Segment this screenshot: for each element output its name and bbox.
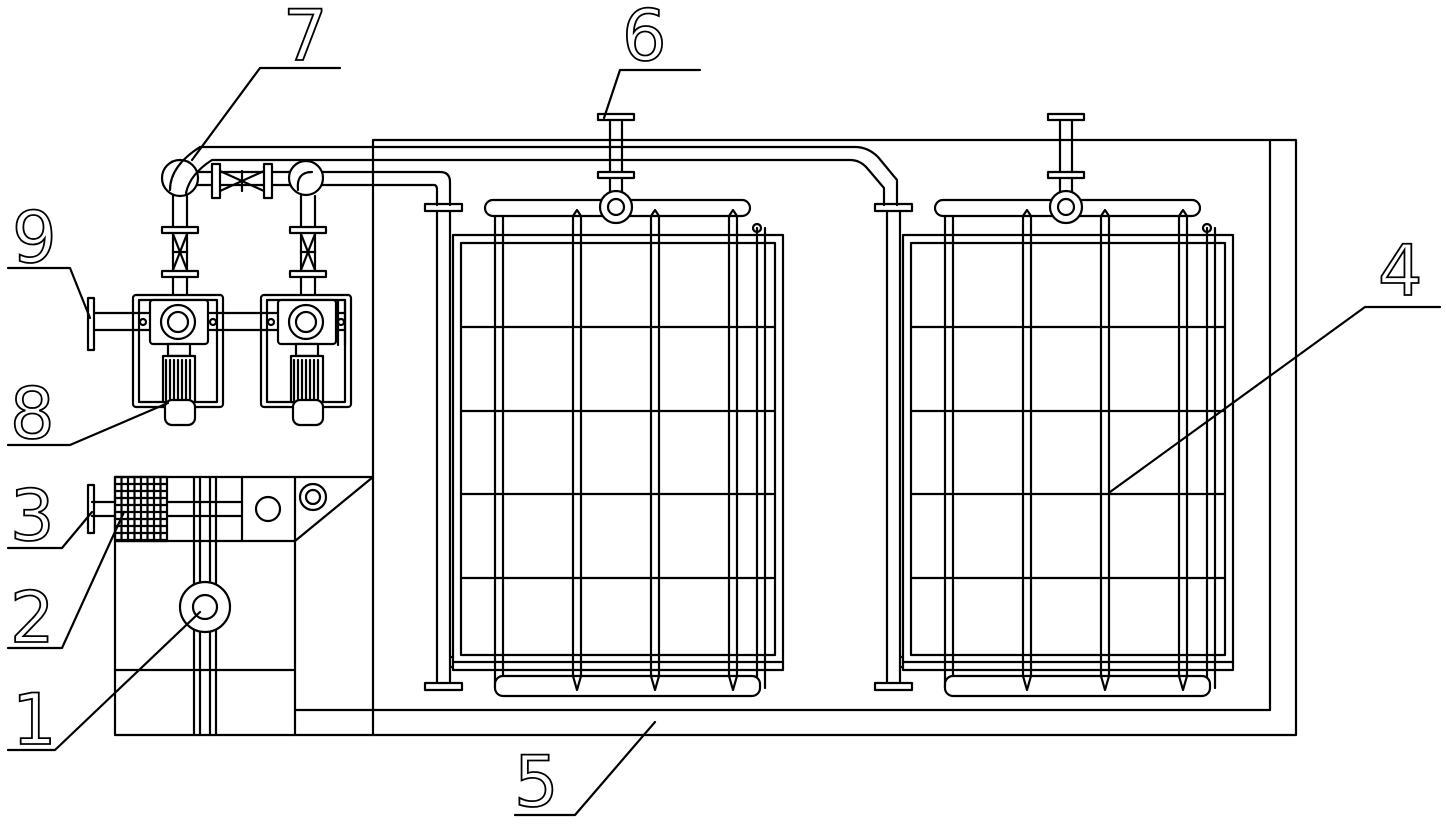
tube-notch: [1099, 208, 1111, 218]
main-piping: [160, 145, 899, 207]
pump-impeller-bore: [166, 310, 190, 334]
leader-4: [1108, 305, 1442, 494]
pump-front-right: [276, 298, 338, 427]
header-inlet-bore: [1056, 197, 1076, 217]
tube-notch: [1021, 674, 1033, 692]
tube-notch: [649, 208, 661, 218]
upper-header-pipe-outer: [198, 145, 899, 207]
leader-1: [6, 610, 202, 752]
frame-lug: [1201, 222, 1213, 234]
frame-lug: [751, 222, 763, 234]
elbow-right-bend: [296, 170, 314, 192]
port-bore: [304, 488, 322, 506]
leader-9: [6, 266, 92, 320]
valve-flange-top: [596, 112, 636, 122]
pump-motor-cap: [163, 398, 197, 427]
pump-impeller-ring: [159, 303, 197, 341]
feed-compartment: [86, 475, 375, 737]
header-inlet-ring: [1048, 189, 1084, 225]
pump-motor-cap: [291, 398, 325, 427]
filter-unit-left: [423, 112, 785, 698]
cross-valve-flange-left: [210, 162, 222, 200]
elbow-right: [287, 159, 325, 197]
filter-unit-right: [873, 112, 1235, 698]
filter-frame-inner: [459, 241, 777, 657]
tube-notch: [571, 674, 583, 692]
port-ring: [298, 482, 328, 512]
port-circle: [254, 495, 282, 523]
lower-header-pipe-inner: [304, 183, 439, 207]
callout-3: 3: [10, 475, 55, 557]
feed-pipe-flange: [423, 681, 464, 692]
upper-header-pipe-inner: [210, 158, 886, 207]
leader-6: [602, 68, 702, 120]
pump-front-left: [148, 298, 210, 427]
bottom-header-tube: [943, 674, 1212, 698]
tube-notch: [727, 674, 739, 692]
callout-5: 5: [514, 741, 559, 823]
tube-notch: [1177, 674, 1189, 692]
callout-4: 4: [1378, 230, 1423, 312]
callout-labels: 7 6 9 4 8 3 2 1 5: [9, 0, 1423, 824]
discharge-flange: [86, 296, 96, 352]
tube-notch: [1099, 674, 1111, 692]
callout-2: 2: [10, 577, 55, 659]
leader-3: [6, 510, 94, 550]
callout-9: 9: [12, 197, 57, 279]
callout-1: 1: [12, 679, 57, 761]
screen-grid: [113, 475, 169, 543]
bottom-header-tube: [493, 674, 762, 698]
riser-flange: [288, 225, 328, 235]
filter-frame-outer: [901, 233, 1235, 672]
main-tank: [293, 138, 1298, 737]
feed-pipe-flange: [873, 681, 914, 692]
riser-flange: [160, 225, 200, 235]
riser-flange: [160, 269, 200, 279]
leader-2: [6, 510, 126, 650]
valve-flange-top: [1046, 112, 1086, 122]
leader-7: [190, 66, 342, 162]
tube-notch: [571, 208, 583, 218]
pump-bolt: [266, 317, 276, 327]
inlet-flange: [86, 483, 96, 535]
leader-5: [513, 720, 657, 817]
riser-flange: [288, 269, 328, 279]
pump-impeller-ring: [287, 303, 325, 341]
feed-pipe-flange: [873, 202, 914, 213]
feed-pipe-flange: [423, 202, 464, 213]
filter-frame-inner: [909, 241, 1227, 657]
pump-set: [86, 194, 353, 427]
tube-notch: [727, 208, 739, 218]
valve-flange-bottom: [1046, 170, 1086, 180]
pump-bolt: [138, 317, 148, 327]
callout-leaders: [6, 66, 1442, 817]
outlet-bore: [191, 593, 219, 621]
lower-header-pipe-outer: [304, 170, 452, 207]
elbow-left-bend: [168, 145, 202, 192]
cross-valve-flange-right: [262, 162, 274, 200]
main-tank-outer-wall: [371, 138, 1298, 737]
valve-flange-bottom: [596, 170, 636, 180]
callout-6: 6: [622, 0, 667, 77]
callout-8: 8: [10, 373, 55, 455]
tube-notch: [649, 674, 661, 692]
pump-coupling: [166, 342, 192, 358]
header-inlet-bore: [606, 197, 626, 217]
pump-coupling: [294, 342, 320, 358]
callout-7: 7: [283, 0, 328, 77]
compartment-slope: [293, 475, 375, 543]
header-inlet-ring: [598, 189, 634, 225]
pump-impeller-bore: [294, 310, 318, 334]
filter-frame-outer: [451, 233, 785, 672]
pump-bolt: [208, 317, 218, 327]
tube-notch: [1177, 208, 1189, 218]
tube-notch: [1021, 208, 1033, 218]
leader-8: [6, 401, 170, 447]
elbow-left-bend: [184, 158, 214, 195]
